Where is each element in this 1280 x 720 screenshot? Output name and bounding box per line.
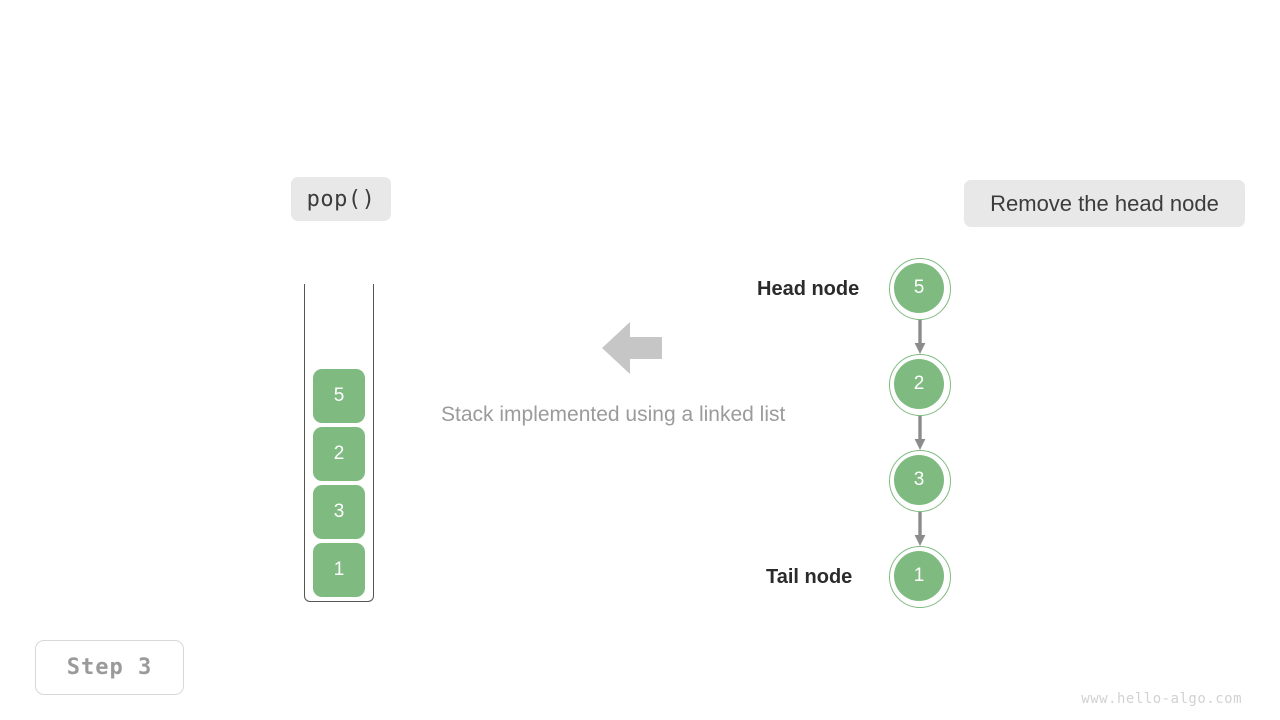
stack-cell: 3 <box>313 485 365 539</box>
linked-list-node: 5 <box>889 258 951 320</box>
linked-list-node-value: 3 <box>894 455 944 505</box>
linked-list-node-value: 2 <box>894 359 944 409</box>
watermark: www.hello-algo.com <box>1081 691 1242 707</box>
stack-cell: 5 <box>313 369 365 423</box>
linked-list-node-value: 1 <box>894 551 944 601</box>
stack-cell: 2 <box>313 427 365 481</box>
stack-cell: 1 <box>313 543 365 597</box>
linked-list-link-arrow-icon <box>914 416 926 450</box>
diagram-caption: Stack implemented using a linked list <box>441 403 786 426</box>
linked-list-node: 2 <box>889 354 951 416</box>
linked-list: 5 2 3 1 <box>889 258 951 608</box>
linked-list-link-arrow-icon <box>914 320 926 354</box>
action-label: Remove the head node <box>964 180 1245 227</box>
head-node-label: Head node <box>757 278 860 300</box>
stack-container: 5 2 3 1 <box>304 284 374 602</box>
linked-list-node: 3 <box>889 450 951 512</box>
operation-label: pop() <box>291 177 391 221</box>
flow-arrow-left-icon <box>602 320 662 376</box>
tail-node-label: Tail node <box>766 566 853 588</box>
stack-cell-list: 5 2 3 1 <box>305 369 373 597</box>
linked-list-node: 1 <box>889 546 951 608</box>
linked-list-node-value: 5 <box>894 263 944 313</box>
linked-list-link-arrow-icon <box>914 512 926 546</box>
step-badge: Step 3 <box>35 640 184 695</box>
